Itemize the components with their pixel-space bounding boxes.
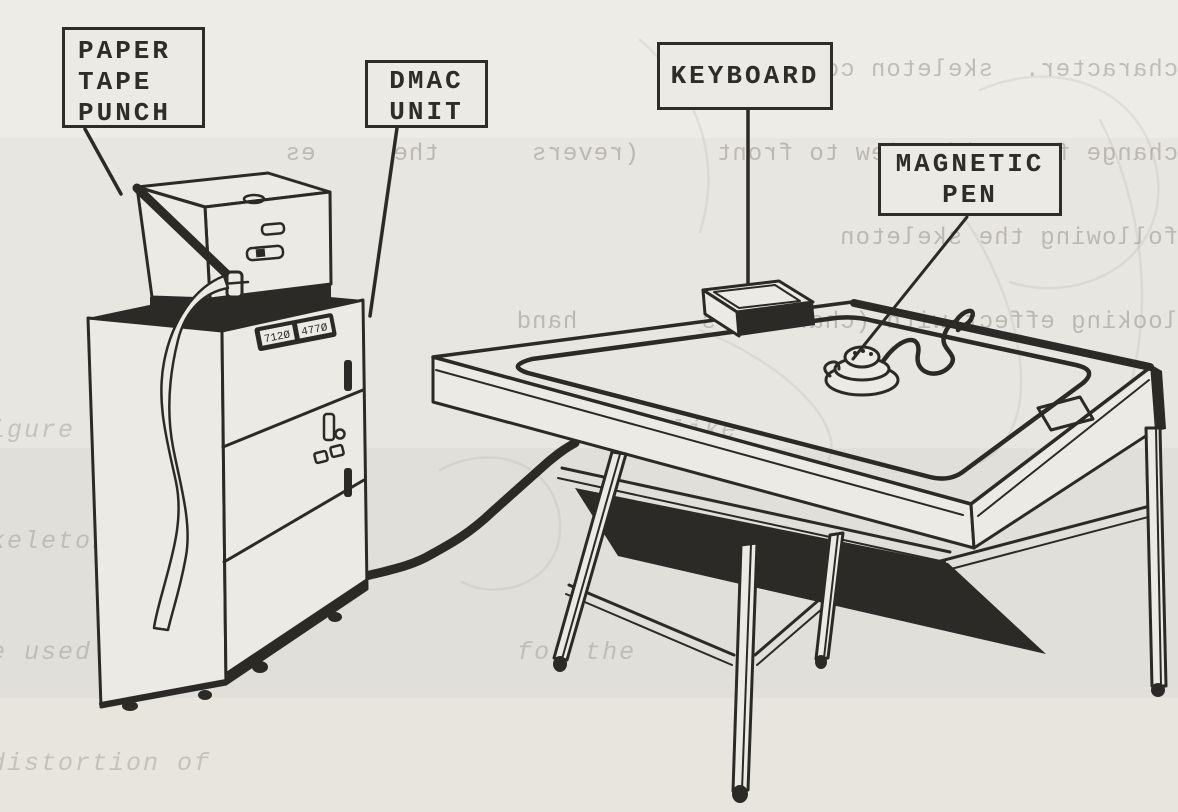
digitizing-table <box>431 279 1168 803</box>
label-line: PAPER <box>78 36 172 66</box>
label-line: DMAC <box>389 66 464 96</box>
label-paper-tape-punch: PAPER TAPE PUNCH <box>62 27 205 128</box>
cabinet-panel-seam <box>222 478 366 564</box>
label-line: UNIT <box>389 97 464 127</box>
cabinet-left-face <box>86 316 228 709</box>
table-leg <box>552 450 628 662</box>
panel-slot <box>344 360 352 391</box>
magnetic-pen-puck <box>823 308 975 397</box>
punch-slant-edge <box>132 183 242 289</box>
label-line: PUNCH <box>78 98 172 128</box>
label-line: PEN <box>942 180 998 210</box>
caster-foot <box>198 690 212 700</box>
floor-cable <box>361 438 580 581</box>
paper-tape-punch-unit <box>132 171 333 632</box>
readout-left-value: 712Ø <box>263 329 292 346</box>
punch-slant-face <box>135 185 212 301</box>
stretcher-rail <box>836 504 1152 590</box>
table-leg-foot <box>732 785 748 803</box>
label-magnetic-pen: MAGNETIC PEN <box>878 143 1062 216</box>
panel-slot <box>344 468 352 497</box>
label-line: KEYBOARD <box>670 61 820 91</box>
table-leg-foot <box>1151 683 1165 697</box>
paper-tape <box>152 274 230 632</box>
leader-lines <box>83 108 969 361</box>
table-right-corner-edge <box>1150 364 1166 431</box>
stretcher-rail <box>565 593 733 666</box>
punch-indicator <box>260 222 286 236</box>
stretcher-rail <box>753 591 829 657</box>
caster-foot <box>328 612 342 622</box>
label-line: MAGNETIC <box>895 149 1045 179</box>
drawing-surface-inset <box>515 315 1092 481</box>
magnetic-pen-leader <box>851 215 969 361</box>
stretcher-rail <box>840 515 1153 599</box>
puck-spout <box>823 360 841 378</box>
table-back-edge <box>850 299 1154 371</box>
table-leg-foot <box>553 656 567 672</box>
label-line: TAPE <box>78 67 153 97</box>
table-leg <box>1144 426 1168 688</box>
pen-cable <box>877 308 975 376</box>
dmac-cabinet: 712Ø 477Ø <box>86 288 369 711</box>
keyboard-key-area <box>713 284 801 309</box>
table-slab-lip-line <box>977 379 1150 517</box>
caster-foot <box>122 701 138 711</box>
table-top-front-right-face <box>969 364 1160 550</box>
dmac-unit-leader <box>368 126 399 318</box>
keyboard-unit <box>701 279 815 338</box>
shelf-edge-line <box>560 466 952 554</box>
paper-tape-punch-leader <box>83 127 123 196</box>
panel-buttons <box>313 412 346 465</box>
label-dmac-unit: DMAC UNIT <box>365 60 488 128</box>
label-keyboard: KEYBOARD <box>657 42 833 110</box>
under-table-shadow <box>575 488 1046 654</box>
table-slab-lip-line <box>435 369 964 516</box>
table-leg-foot <box>815 655 827 669</box>
table-legs <box>552 426 1168 803</box>
punch-top-vent <box>242 193 266 205</box>
connector-plate <box>1036 395 1095 432</box>
shelf-edge-line <box>557 477 946 563</box>
stretcher-rail <box>756 601 831 666</box>
stretcher-rail <box>567 583 736 657</box>
cabinet-base-band <box>226 578 367 684</box>
coordinate-readout-plate: 712Ø 477Ø <box>254 313 337 352</box>
bleed-through-sketch-curves <box>438 38 1160 591</box>
readout-right-value: 477Ø <box>300 322 329 339</box>
cabinet-panel-seam <box>221 388 365 449</box>
caster-foot <box>252 661 268 673</box>
keyboard-side-face <box>737 302 815 336</box>
punch-slider-control <box>245 244 285 262</box>
